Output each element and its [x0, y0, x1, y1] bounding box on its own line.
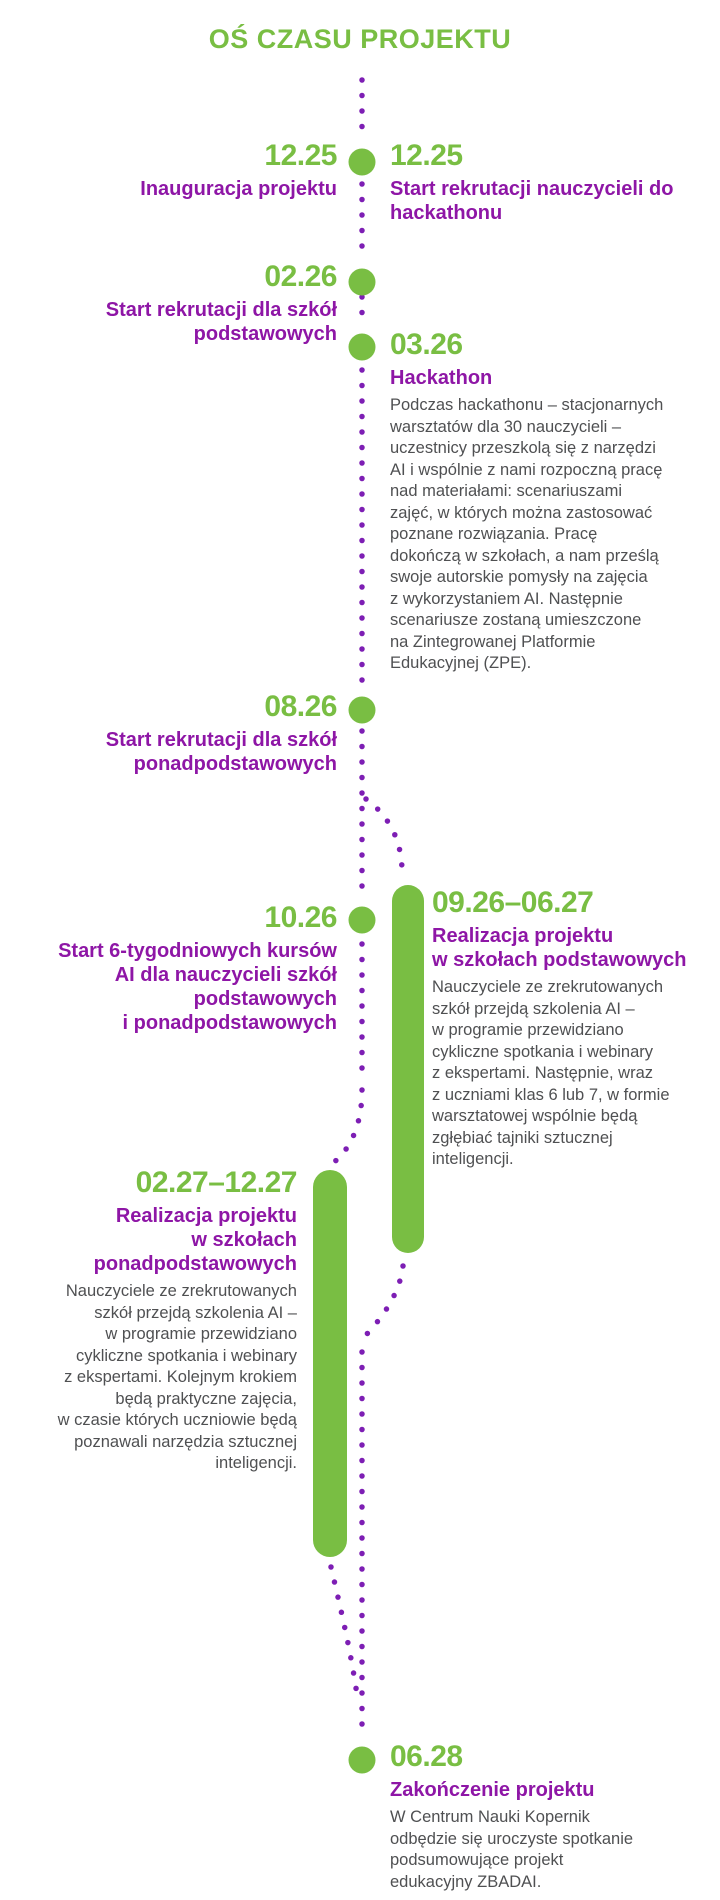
timeline-entry-1026: 10.26 Start 6-tygodniowych kursów AI dla… [7, 903, 337, 1035]
milestone-dot-0326 [348, 333, 376, 361]
entry-label: Inauguracja projektu [140, 178, 337, 200]
duration-bar-ponadpodstawowe [313, 1170, 347, 1557]
timeline-entry-1225-left: 12.25 Inauguracja projektu [7, 141, 337, 201]
timeline-entry-0826: 08.26 Start rekrutacji dla szkół ponadpo… [7, 690, 338, 776]
milestone-dot-1225 [348, 148, 376, 176]
entry-label: Start rekrutacji dla szkół podstawowych [105, 299, 337, 345]
entry-label: Start 6-tygodniowych kursów AI dla naucz… [58, 940, 337, 1034]
timeline-entry-0226: 02.26 Start rekrutacji dla szkół podstaw… [7, 260, 338, 346]
entry-date: 08.26 [264, 690, 337, 723]
milestone-dot-1026 [348, 906, 376, 934]
page-title: OŚ CZASU PROJEKTU [208, 24, 512, 54]
dotted-return-left [328, 1564, 361, 1705]
duration-bar-podstawowe [392, 885, 424, 1253]
timeline-entry-0227-1227: 02.27–12.27 Realizacja projektu w szkoła… [0, 1166, 298, 1475]
timeline-entry-0926-0627: 09.26–06.27 Realizacja projektu w szkoła… [432, 888, 717, 1171]
entry-date: 02.27–12.27 [135, 1166, 298, 1199]
entry-date: 06.28 [390, 1740, 463, 1773]
entry-label: Hackathon [390, 367, 493, 389]
entry-label: Realizacja projektu w szkołach podstawow… [432, 925, 687, 971]
entry-date: 10.26 [264, 901, 337, 934]
timeline-entry-0326-hackathon: 03.26 Hackathon Podczas hackathonu – sta… [390, 330, 705, 675]
dotted-branch-right [363, 796, 405, 875]
entry-label: Start rekrutacji nauczycieli do hackatho… [390, 178, 674, 224]
dotted-return-right [362, 1263, 406, 1339]
entry-body: Podczas hackathonu – stacjonarnych warsz… [390, 396, 664, 672]
timeline-entry-1225-right: 12.25 Start rekrutacji nauczycieli do ha… [390, 141, 720, 225]
entry-body: Nauczyciele ze zrekrutowanych szkół prze… [432, 978, 670, 1168]
entry-label: Realizacja projektu w szkołach ponadpods… [93, 1205, 297, 1275]
entry-date: 03.26 [390, 328, 463, 361]
milestone-dot-0226 [348, 268, 376, 296]
dotted-branch-left [330, 1087, 365, 1166]
entry-label: Start rekrutacji dla szkół ponadpodstawo… [105, 729, 337, 775]
milestone-dot-0826 [348, 696, 376, 724]
milestone-dot-0628 [348, 1746, 376, 1774]
timeline-entry-0628: 06.28 Zakończenie projektu W Centrum Nau… [390, 1742, 705, 1893]
entry-label: Zakończenie projektu [390, 1779, 595, 1801]
entry-date: 12.25 [390, 139, 463, 172]
entry-date: 09.26–06.27 [432, 886, 594, 919]
entry-date: 12.25 [264, 139, 337, 172]
entry-date: 02.26 [264, 260, 337, 293]
entry-body: Nauczyciele ze zrekrutowanych szkół prze… [57, 1282, 297, 1472]
entry-body: W Centrum Nauki Kopernik odbędzie się ur… [390, 1808, 634, 1891]
